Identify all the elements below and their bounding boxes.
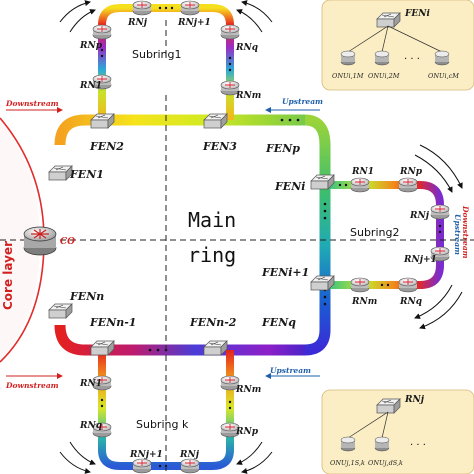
legend-onu2-label: ONUi,2M [368,72,400,80]
core-router-icon [23,226,57,256]
top-rnp-icon [92,24,112,40]
fenn2-label: FENn-2 [189,316,237,329]
fenn1-switch-icon [90,340,115,356]
feni1-label: FENi+1 [261,266,309,279]
fenq-label: FENq [261,316,296,329]
rotation-arrows [59,0,463,474]
fen1-label: FEN1 [69,168,104,181]
subring2-label: Subring2 [350,226,399,239]
main-ring-label-2: ring [188,243,236,267]
right-rnj-label: RNj [409,211,430,221]
upstream-top-label: Upstream [282,97,323,106]
bottom-rnj1-label: RNj+1 [129,450,163,460]
legend-onu1-label: ONUi,1M [332,72,364,80]
legend-onu2-icon [374,50,390,66]
bottom-rnj-icon [180,458,200,474]
top-rnp-label: RNp [79,41,103,51]
top-rnj-label: RNj [127,18,148,28]
legend-bottom-title: RNj [404,395,425,405]
top-rn1-label: RN1 [79,81,102,91]
right-rnj1-label: RNj+1 [403,255,437,265]
right-rnj-icon [430,204,450,220]
legend-bottom: RNj · · · ONUj,1S,k ONUj,dS,k [321,389,474,474]
right-rn1-icon [350,177,370,193]
bottom-rnj1-icon [132,458,152,474]
subringk-label: Subring k [136,418,189,431]
top-rnq-icon [220,24,240,40]
fen2-switch-icon [90,113,115,129]
top-rnj1-label: RNj+1 [177,18,211,28]
feni-label: FENi [274,180,305,193]
right-rn1-label: RN1 [351,167,374,177]
main-ring-label-1: Main [188,208,236,232]
bottom-rnm-label: RNm [235,385,261,395]
legend-onu3-label: ONUi,cM [428,72,459,80]
legend-onujd-label: ONUj,dS,k [368,459,403,467]
fen1-switch-icon [48,165,73,181]
upstream-right-label: Upstream [453,214,462,255]
legend-onu1-icon [340,50,356,66]
right-rnp-label: RNp [399,167,423,177]
fen2-label: FEN2 [89,140,124,153]
main-ring [54,114,331,356]
svg-text:· · ·: · · · [404,54,420,65]
feni1-switch-icon [310,275,335,291]
bottom-rnp-label: RNp [235,427,259,437]
right-rnp-icon [398,177,418,193]
legend-onuj1-label: ONUj,1S,k [330,459,365,467]
right-rnm-label: RNm [351,297,377,307]
downstream-right-label: Downstream [461,205,470,259]
subring1-label: Subring1 [132,48,181,61]
subring-2 [325,181,444,289]
top-rnm-label: RNm [235,91,261,101]
co-label: CO [60,237,75,247]
legend-onujd-icon [374,436,390,452]
upstream-bottom-label: Upstream [270,366,311,375]
legend-onu3-icon [434,50,450,66]
top-rnj-icon [132,0,152,16]
legend-rn-switch-icon [376,398,401,414]
legend-top-title: FENi [404,9,430,19]
fenp-label: FENp [265,142,300,155]
legend-bottom-dots: · · · [410,440,426,451]
downstream-top-label: Downstream [5,99,59,108]
legend-fen-switch-icon [376,12,401,28]
right-rnq-icon [398,277,418,293]
fen3-switch-icon [203,113,228,129]
right-rnm-icon [350,277,370,293]
fenn2-switch-icon [203,340,228,356]
fenn1-label: FENn-1 [89,316,136,329]
bottom-rnj-label: RNj [179,450,200,460]
top-rnq-label: RNq [235,43,258,53]
core-layer-label: Core layer [1,241,15,310]
right-rnq-label: RNq [399,297,422,307]
feni-switch-icon [310,174,335,190]
fenn-switch-icon [48,303,73,319]
bottom-rn1-label: RN1 [79,379,102,389]
top-rnj1-icon [180,0,200,16]
fen3-label: FEN3 [202,140,237,153]
fenn-label: FENn [69,290,104,303]
legend-top: FENi · · · ONUi,1M ONUi,2M ONUi,cM [321,0,474,91]
downstream-bottom-label: Downstream [5,381,59,390]
legend-onuj1-icon [340,436,356,452]
bottom-rnq-label: RNq [79,421,102,431]
